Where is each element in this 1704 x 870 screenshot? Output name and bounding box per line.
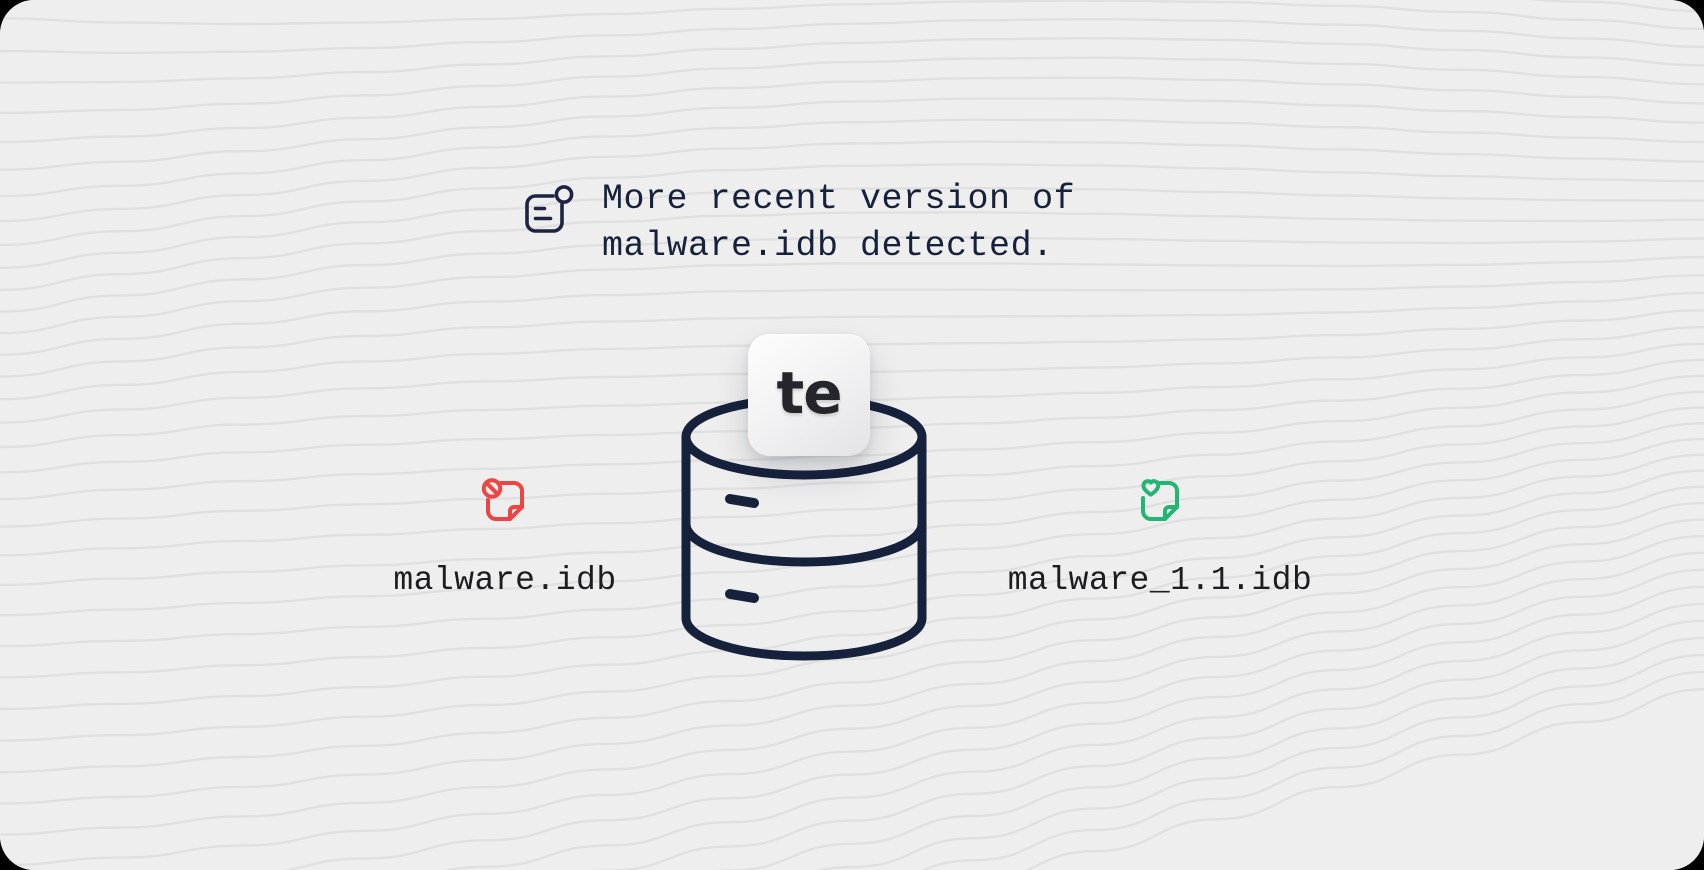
file-label-new: malware_1.1.idb: [1007, 562, 1313, 599]
file-entry-old: malware.idb: [375, 474, 635, 599]
document-status-icon: [520, 182, 576, 238]
file-favorite-icon: [1133, 474, 1187, 528]
te-tile-label: te: [776, 359, 842, 427]
file-blocked-icon: [478, 474, 532, 528]
te-tile: te: [748, 334, 870, 456]
file-entry-new: malware_1.1.idb: [985, 474, 1335, 599]
notification-banner: More recent version of malware.idb detec…: [520, 176, 1075, 270]
file-label-old: malware.idb: [393, 562, 617, 599]
notification-message: More recent version of malware.idb detec…: [602, 179, 1076, 266]
